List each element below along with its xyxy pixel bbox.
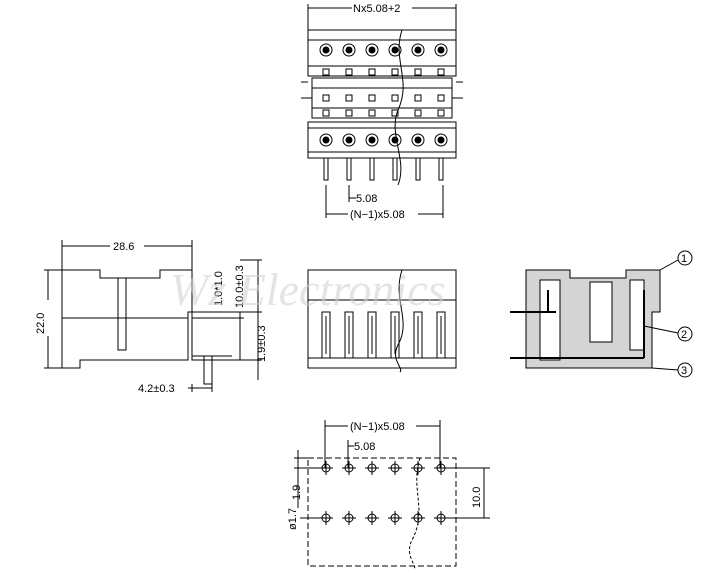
square-hole [391, 68, 399, 76]
section-view: 1 2 3 [510, 250, 693, 378]
fp-pitch-dim: 5.08 [354, 441, 375, 453]
square-hole [414, 68, 422, 76]
square-hole [322, 94, 330, 102]
screw-head [414, 136, 422, 144]
square-hole [391, 94, 399, 102]
pin-row [323, 157, 444, 181]
callout-3: 3 [681, 365, 687, 377]
pin [369, 157, 375, 181]
screw-head [391, 46, 399, 54]
screw-head [368, 136, 376, 144]
contact-slots [321, 311, 446, 359]
pin [438, 157, 444, 181]
square-hole [437, 94, 445, 102]
lower-screw-row [319, 133, 448, 147]
square-hole [391, 109, 399, 117]
square-hole [368, 94, 376, 102]
square-hole [345, 68, 353, 76]
pcb-footprint: (N−1)x5.08 5.08 1.9 ø1.7 10.0 [287, 420, 490, 571]
side-view: 28.6 22.0 1.0*1.0 10.0±0.3 1.9±0.3 4.2±0 [35, 240, 268, 395]
top-view: Nx5.08+2 5.08 (N−1)x5.08 [301, 3, 463, 221]
pin [415, 157, 421, 181]
footprint-holes [319, 461, 448, 525]
side-dim-2: 10.0±0.3 [234, 265, 246, 308]
screw-head [368, 46, 376, 54]
front-view [307, 269, 457, 373]
square-hole [414, 94, 422, 102]
square-hole [368, 109, 376, 117]
screw-head [322, 136, 330, 144]
screw-head [345, 46, 353, 54]
screw-head [414, 46, 422, 54]
square-hole-rows [322, 68, 445, 117]
callout-2: 2 [681, 329, 687, 341]
watermark: Wz Electronics [170, 264, 446, 315]
fp-row-offset-dim: 1.9 [291, 485, 303, 500]
square-hole [437, 109, 445, 117]
square-hole [345, 94, 353, 102]
pin [323, 157, 329, 181]
screw-head [437, 46, 445, 54]
screw-head [437, 136, 445, 144]
square-hole [322, 109, 330, 117]
side-dim-1: 1.0*1.0 [213, 271, 225, 306]
square-hole [345, 109, 353, 117]
screw-head [322, 46, 330, 54]
side-dim-3: 1.9±0.3 [256, 325, 268, 362]
fp-row-spacing-dim: 10.0 [471, 487, 483, 508]
fp-span-dim: (N−1)x5.08 [350, 421, 405, 433]
top-span-dim: (N−1)x5.08 [350, 209, 405, 221]
square-hole [322, 68, 330, 76]
screw-head [345, 136, 353, 144]
square-hole [368, 68, 376, 76]
fp-hole-dim: ø1.7 [287, 508, 299, 530]
side-height-dim: 22.0 [35, 313, 47, 334]
pin [346, 157, 352, 181]
upper-screw-row [319, 43, 448, 57]
side-dim-4: 4.2±0.3 [138, 383, 175, 395]
callout-1: 1 [681, 253, 687, 265]
pin [392, 157, 398, 181]
top-width-dim: Nx5.08+2 [353, 3, 400, 15]
top-pitch-dim: 5.08 [356, 193, 377, 205]
side-width-dim: 28.6 [113, 241, 134, 253]
square-hole [414, 109, 422, 117]
square-hole [437, 68, 445, 76]
